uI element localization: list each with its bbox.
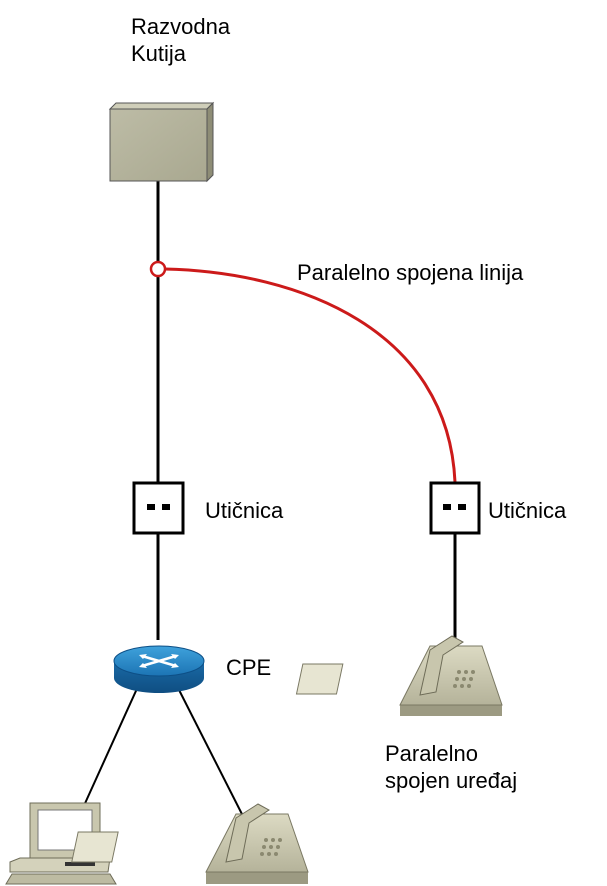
wire-to-phone <box>174 681 249 827</box>
computer-icon <box>5 802 117 885</box>
router-icon <box>113 645 205 693</box>
parallel-device-label-line1: Paralelno <box>385 741 478 766</box>
socket-label-right: Utičnica <box>488 498 567 523</box>
telephone-icon-cpe <box>71 803 309 884</box>
parallel-device-label-line2: spojen uređaj <box>385 768 518 793</box>
junction-point <box>149 260 167 278</box>
socket-label-left: Utičnica <box>205 498 284 523</box>
distribution-box-label: Razvodna Kutija <box>131 13 230 67</box>
distribution-box-icon <box>108 101 215 183</box>
cpe-label: CPE <box>226 655 272 680</box>
wall-socket-icon-right <box>429 481 481 535</box>
distribution-box-label-line1: Razvodna <box>131 14 231 39</box>
wire-to-computer <box>81 681 141 811</box>
wall-socket-icon-left <box>132 481 185 535</box>
parallel-line-label: Paralelno spojena linija <box>297 260 524 285</box>
telephone-icon-parallel <box>295 635 503 716</box>
parallel-line <box>164 267 457 483</box>
distribution-box-label-line2: Kutija <box>131 41 187 66</box>
parallel-device-label: Paralelno spojen uređaj <box>385 740 517 794</box>
